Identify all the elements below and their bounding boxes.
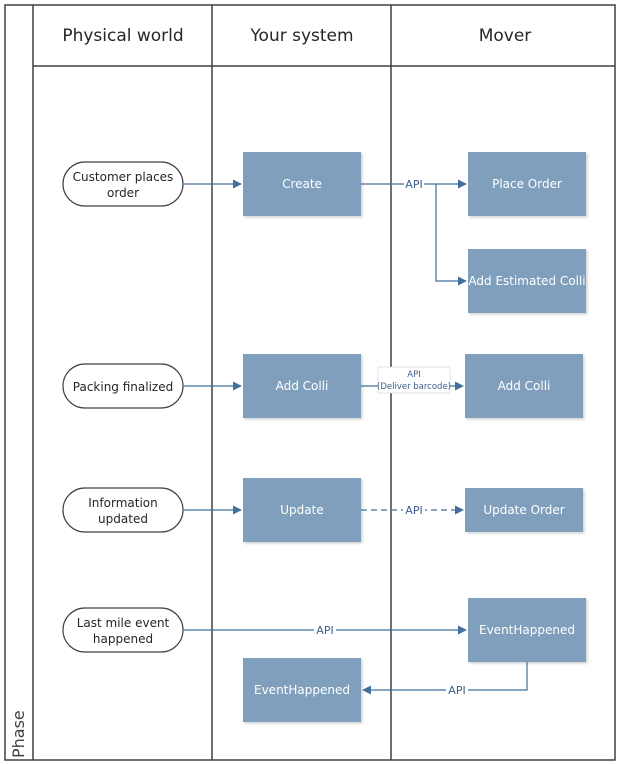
- phase-label: Phase: [9, 710, 28, 758]
- swimlane-frame: [4, 4, 616, 761]
- system-box-label: EventHappened: [254, 683, 350, 697]
- mover-box-add-estimated-colli: [468, 249, 586, 313]
- mover-box-place-order: [468, 152, 586, 216]
- system-box-add-colli: [243, 354, 361, 418]
- system-box-label: Update: [280, 503, 323, 517]
- lane-title-mover: Mover: [479, 26, 532, 46]
- event-text-line: Information: [88, 496, 157, 510]
- api-label: API: [405, 178, 422, 191]
- mover-box-label: Add Colli: [498, 379, 551, 393]
- mover-box-event-happened: [468, 598, 586, 662]
- event-text-line: Last mile event: [77, 616, 170, 630]
- label-api-update: API: [403, 503, 425, 517]
- system-box-create: [243, 152, 361, 216]
- event-text-line: Customer places: [73, 170, 174, 184]
- lane-title-your-system: Your system: [249, 26, 353, 46]
- lane-title-physical-world: Physical world: [62, 26, 183, 46]
- system-box-event-happened: [243, 658, 361, 722]
- event-information-updated: Information updated: [62, 487, 184, 533]
- event-packing-finalized: Packing finalized: [62, 363, 184, 409]
- connector-create-to-add-estimated-colli: [435, 184, 467, 286]
- api-label: API: [405, 504, 422, 517]
- system-box-label: Add Colli: [276, 379, 329, 393]
- api-label: API: [448, 684, 465, 697]
- event-text-line: updated: [98, 512, 148, 526]
- api-label: API: [316, 624, 333, 637]
- mover-box-label: Update Order: [483, 503, 564, 517]
- event-text-line: Packing finalized: [73, 380, 173, 394]
- mover-box-label: Place Order: [492, 177, 562, 191]
- api-label: API: [407, 370, 420, 380]
- event-customer-places-order: Customer places order: [62, 161, 184, 207]
- system-box-label: Create: [282, 177, 322, 191]
- outer-border: [4, 4, 616, 761]
- mover-box-label: EventHappened: [479, 623, 575, 637]
- api-deliver-barcode-label: (Deliver barcode): [377, 382, 451, 392]
- event-text-line: happened: [93, 632, 153, 646]
- label-api-create: API: [404, 177, 424, 191]
- mover-box-update-order: [465, 488, 583, 532]
- mover-box-add-colli: [465, 354, 583, 418]
- label-api-deliver-barcode: API (Deliver barcode): [377, 366, 451, 394]
- connector-mover-event-to-system-event: [362, 662, 528, 695]
- label-api-event-return: API: [446, 683, 468, 697]
- label-api-last-mile: API: [314, 623, 336, 637]
- event-text-line: order: [107, 186, 139, 200]
- system-box-update: [243, 478, 361, 542]
- event-last-mile-event-happened: Last mile event happened: [62, 607, 184, 653]
- mover-box-label: Add Estimated Colli: [468, 274, 585, 288]
